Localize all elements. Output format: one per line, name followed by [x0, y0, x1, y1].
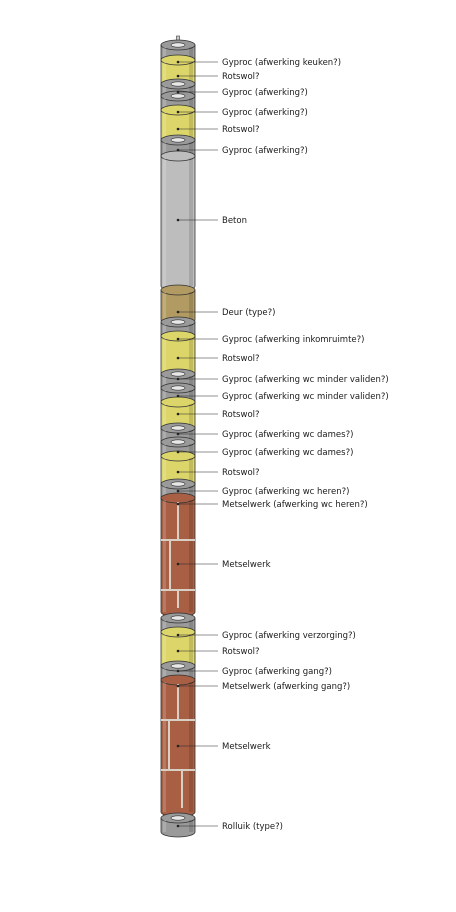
layer-label: Metselwerk (afwerking gang?) [176, 682, 350, 692]
layer-label-text: Gyproc (afwerking inkomruimte?) [222, 335, 364, 345]
leader-dot [176, 127, 180, 131]
layer-label: Rotswol? [176, 354, 260, 364]
layer-label-text: Rotswol? [222, 125, 260, 135]
layer-label: Gyproc (afwerking gang?) [176, 667, 332, 677]
layer-label: Gyproc (afwerking?) [176, 88, 308, 98]
layer-label-text: Gyproc (afwerking?) [222, 146, 308, 156]
layer-label: Gyproc (afwerking wc dames?) [176, 448, 353, 458]
leader-dot [176, 684, 180, 688]
leader-dot [176, 148, 180, 152]
layer-label: Gyproc (afwerking?) [176, 146, 308, 156]
leader-dot [176, 394, 180, 398]
layer-label-text: Gyproc (afwerking wc dames?) [222, 448, 353, 458]
leader-dot [176, 337, 180, 341]
layer-label-text: Rotswol? [222, 468, 260, 478]
layer-label-text: Gyproc (afwerking gang?) [222, 667, 332, 677]
layer-label: Rotswol? [176, 72, 260, 82]
layer-label: Gyproc (afwerking wc heren?) [176, 487, 349, 497]
layer-label: Gyproc (afwerking wc minder validen?) [176, 392, 389, 402]
layer-labels: Gyproc (afwerking keuken?) Rotswol? Gyproc… [176, 58, 389, 832]
layer-label: Beton [176, 216, 247, 226]
layer-label: Metselwerk [176, 560, 271, 570]
layer-label-text: Gyproc (afwerking keuken?) [222, 58, 341, 68]
mortar-joints [161, 684, 195, 808]
leader-dot [176, 60, 180, 64]
layer-label-text: Gyproc (afwerking verzorging?) [222, 631, 356, 641]
layer-label: Rolluik (type?) [176, 822, 283, 832]
layer-label-text: Gyproc (afwerking wc dames?) [222, 430, 353, 440]
layer-label: Rotswol? [176, 125, 260, 135]
layer-column [160, 35, 196, 838]
leader-dot [176, 310, 180, 314]
layer-label-text: Rotswol? [222, 410, 260, 420]
leader-dot [176, 824, 180, 828]
layer-label-text: Beton [222, 216, 247, 226]
layer-label-text: Deur (type?) [222, 308, 276, 318]
layer-label: Gyproc (afwerking wc minder validen?) [176, 375, 389, 385]
layer-label: Rotswol? [176, 410, 260, 420]
leader-dot [176, 412, 180, 416]
layer-label: Metselwerk (afwerking wc heren?) [176, 500, 368, 510]
layer-label-text: Rotswol? [222, 647, 260, 657]
leader-dot [176, 633, 180, 637]
layer-label-text: Metselwerk (afwerking gang?) [222, 682, 350, 692]
layer-label-text: Gyproc (afwerking wc minder validen?) [222, 375, 389, 385]
layer-label: Rotswol? [176, 647, 260, 657]
leader-dot [176, 450, 180, 454]
layer-label-text: Gyproc (afwerking?) [222, 108, 308, 118]
leader-dot [176, 489, 180, 493]
layer-label-text: Metselwerk [222, 560, 271, 570]
layer-label: Metselwerk [176, 742, 271, 752]
leader-dot [176, 669, 180, 673]
leader-dot [176, 649, 180, 653]
layer-label-text: Gyproc (afwerking wc heren?) [222, 487, 349, 497]
layer-label-text: Gyproc (afwerking?) [222, 88, 308, 98]
layer-label: Gyproc (afwerking wc dames?) [176, 430, 353, 440]
leader-dot [176, 744, 180, 748]
layer-label-text: Metselwerk (afwerking wc heren?) [222, 500, 368, 510]
leader-dot [176, 218, 180, 222]
layer-label: Rotswol? [176, 468, 260, 478]
layer-label: Gyproc (afwerking?) [176, 108, 308, 118]
leader-dot [176, 502, 180, 506]
layer-label-text: Gyproc (afwerking wc minder validen?) [222, 392, 389, 402]
leader-dot [176, 432, 180, 436]
layer-label: Deur (type?) [176, 308, 276, 318]
layer-label-text: Rotswol? [222, 354, 260, 364]
layer-label: Gyproc (afwerking keuken?) [176, 58, 341, 68]
leader-dot [176, 74, 180, 78]
layer-label-text: Metselwerk [222, 742, 271, 752]
layer-label: Gyproc (afwerking inkomruimte?) [176, 335, 364, 345]
leader-dot [176, 470, 180, 474]
leader-dot [176, 562, 180, 566]
layer-label-text: Rotswol? [222, 72, 260, 82]
beton-block [160, 150, 196, 292]
layer-label-text: Rolluik (type?) [222, 822, 283, 832]
leader-dot [176, 356, 180, 360]
rolluik-ring [160, 812, 196, 838]
leader-dot [176, 377, 180, 381]
mortar-joints [161, 502, 195, 608]
layer-label: Gyproc (afwerking verzorging?) [176, 631, 356, 641]
leader-dot [176, 110, 180, 114]
leader-dot [176, 90, 180, 94]
